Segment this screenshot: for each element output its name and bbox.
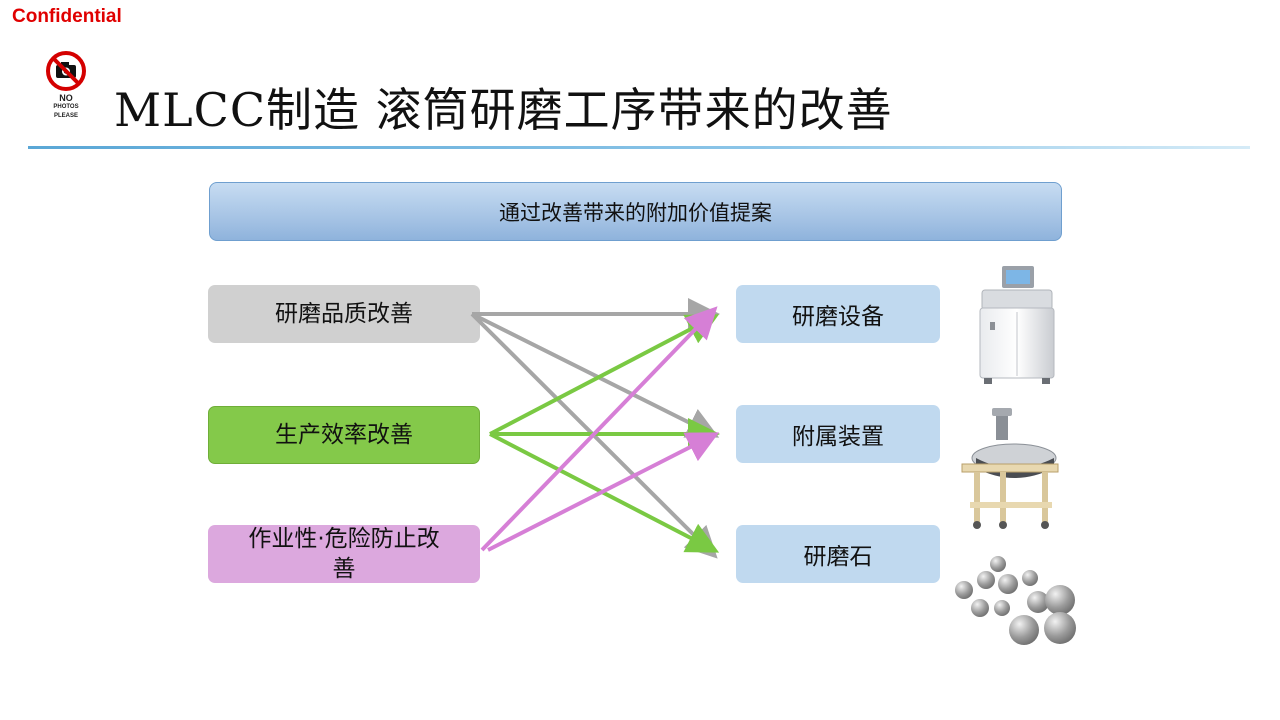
efficiency-improvement-box: 生产效率改善 bbox=[208, 406, 480, 464]
arrow-quality-to-auxiliary bbox=[471, 312, 720, 438]
auxiliary-device-image bbox=[961, 408, 1059, 529]
no-photos-text: PLEASE bbox=[53, 113, 78, 119]
grinding-machine-image bbox=[979, 266, 1055, 384]
safety-improvement-box: 作业性·危险防止改善 bbox=[208, 525, 480, 583]
arrow-safety-to-auxiliary bbox=[487, 432, 720, 552]
banner-box: 通过改善带来的附加价值提案 bbox=[209, 182, 1062, 241]
no-photos-text: PHOTOS bbox=[53, 104, 79, 110]
auxiliary-device-box: 附属装置 bbox=[736, 405, 940, 463]
grinding-balls-image bbox=[955, 556, 1076, 645]
quality-improvement-box: 研磨品质改善 bbox=[208, 285, 480, 343]
page-title: MLCC制造 滚筒研磨工序带来的改善 bbox=[114, 83, 893, 137]
arrow-safety-to-equipment bbox=[480, 306, 718, 552]
no-photos-sign: NO PHOTOS PLEASE bbox=[42, 50, 90, 130]
safety-improvement-label: 作业性·危险防止改善 bbox=[248, 526, 440, 582]
no-camera-icon bbox=[46, 51, 86, 91]
confidential-label: Confidential bbox=[12, 6, 122, 27]
title-divider bbox=[28, 146, 1250, 149]
grinding-stone-box: 研磨石 bbox=[736, 525, 940, 583]
grinding-equipment-box: 研磨设备 bbox=[736, 285, 940, 343]
arrow-efficiency-to-equipment bbox=[489, 314, 720, 436]
no-photos-text: NO bbox=[59, 93, 73, 103]
